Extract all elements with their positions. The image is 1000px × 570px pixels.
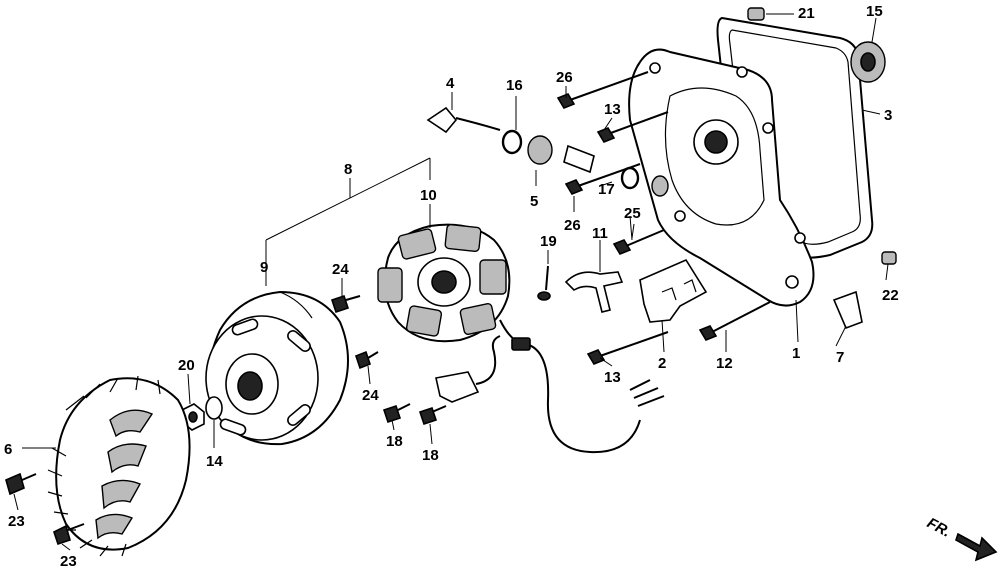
label-part-13b: 13 — [604, 369, 621, 386]
label-part-24a: 24 — [332, 261, 349, 278]
bolt — [612, 229, 665, 255]
label-part-16: 16 — [506, 77, 523, 94]
label-part-17: 17 — [598, 181, 615, 198]
dowel-pin-lower — [881, 251, 897, 265]
label-part-6: 6 — [4, 441, 12, 458]
stator-screw — [330, 294, 361, 314]
label-part-4: 4 — [446, 75, 455, 92]
label-part-14: 14 — [206, 453, 223, 470]
leader-lines — [13, 13, 889, 551]
seal-collar — [527, 135, 553, 165]
wire-connectors — [629, 379, 665, 407]
label-part-9: 9 — [260, 259, 268, 276]
cover-bolt-hole — [674, 210, 686, 222]
label-part-15: 15 — [866, 3, 883, 20]
label-part-10: 10 — [420, 187, 437, 204]
dowel-pin — [747, 7, 765, 21]
fan-bolt — [53, 523, 85, 546]
flywheel-washer — [205, 396, 223, 420]
label-part-12: 12 — [716, 355, 733, 372]
cover-bolt-hole — [736, 66, 748, 78]
cooling-fan — [47, 375, 191, 557]
label-part-18b: 18 — [422, 447, 439, 464]
wire-clamp — [564, 271, 624, 313]
seal-ring — [501, 129, 523, 155]
label-part-23b: 23 — [60, 553, 77, 570]
label-part-24b: 24 — [362, 387, 379, 404]
front-direction-indicator: FR. — [924, 515, 998, 562]
label-part-22: 22 — [882, 287, 899, 304]
label-part-3: 3 — [884, 107, 892, 124]
pulse-generator-wire — [475, 335, 501, 385]
bracket-clip — [832, 290, 863, 330]
long-bolt — [556, 71, 649, 109]
cover-bearing-bore — [704, 130, 728, 154]
label-part-8: 8 — [344, 161, 352, 178]
stator-screw — [355, 350, 379, 370]
o-ring — [620, 166, 640, 190]
cover-bolt-hole — [785, 275, 799, 289]
crankcase-cover — [628, 48, 815, 307]
oil-seal-center — [860, 52, 876, 72]
pulser-screw — [418, 405, 447, 426]
label-part-21: 21 — [798, 5, 815, 22]
cover-bolt-hole — [649, 62, 661, 74]
label-part-26a: 26 — [556, 69, 573, 86]
pulser-screw — [382, 403, 411, 424]
cable-grommet — [426, 106, 458, 134]
label-part-20: 20 — [178, 357, 195, 374]
front-arrow-label: FR. — [924, 515, 953, 541]
fan-bolt — [5, 472, 37, 496]
front-arrow-icon — [955, 532, 998, 562]
label-part-1: 1 — [792, 345, 800, 362]
label-part-2: 2 — [658, 355, 666, 372]
label-part-7: 7 — [836, 349, 844, 366]
flywheel — [205, 290, 349, 446]
small-screw — [537, 265, 551, 301]
collar — [651, 175, 669, 197]
label-part-18a: 18 — [386, 433, 403, 450]
grommet-cable — [455, 117, 501, 131]
wire-grommet — [511, 337, 531, 351]
cover-bolt-hole — [794, 232, 806, 244]
cover-inner-rim — [664, 87, 765, 226]
label-part-5: 5 — [530, 193, 538, 210]
label-part-13a: 13 — [604, 101, 621, 118]
sleeve — [563, 144, 595, 174]
setting-plate-slot — [661, 279, 697, 301]
long-bolt — [698, 301, 771, 341]
stator — [377, 223, 511, 343]
long-bolt — [586, 331, 669, 365]
gasket-inner — [728, 29, 861, 245]
pulse-generator — [435, 371, 480, 403]
label-part-23a: 23 — [8, 513, 25, 530]
label-part-25: 25 — [624, 205, 641, 222]
label-part-19: 19 — [540, 233, 557, 250]
label-part-26b: 26 — [564, 217, 581, 234]
cover-bolt-hole — [762, 122, 774, 134]
flywheel-nut-hole — [188, 411, 198, 423]
label-part-11: 11 — [592, 225, 608, 242]
